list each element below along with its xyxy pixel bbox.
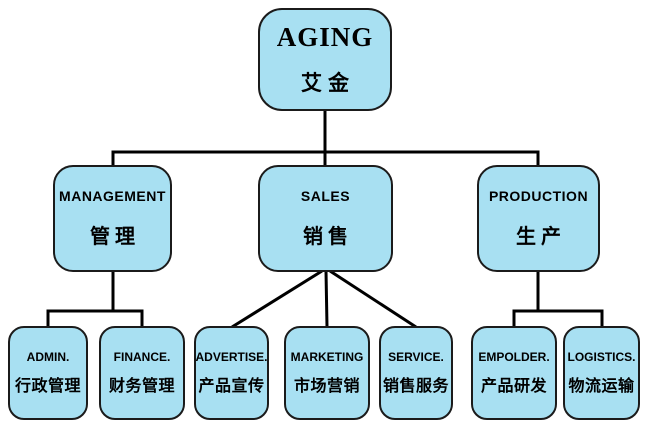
org-node-logistics-label-zh: 物流运输 (568, 378, 635, 395)
org-node-logistics-label-en: LOGISTICS. (567, 350, 636, 364)
org-node-empolder-label-zh: 产品研发 (480, 378, 547, 395)
org-node-advertise: ADVERTISE. 产品宣传 (194, 326, 269, 420)
org-node-admin: ADMIN. 行政管理 (8, 326, 88, 420)
org-node-marketing-label-zh: 市场营销 (293, 378, 360, 395)
org-node-management-label-en: MANAGEMENT (59, 188, 166, 204)
org-node-management-label-zh: 管理 (90, 226, 140, 248)
org-node-aging-label-en: AGING (276, 22, 374, 52)
org-node-production-label-zh: 生产 (516, 226, 566, 248)
org-node-finance-label-zh: 财务管理 (108, 378, 175, 395)
org-node-sales-label-en: SALES (300, 188, 351, 204)
org-node-aging: AGING 艾金 (258, 8, 392, 111)
org-node-finance-label-en: FINANCE. (113, 350, 171, 364)
org-node-production-label-en: PRODUCTION (488, 188, 589, 204)
org-node-advertise-label-en: ADVERTISE. (195, 350, 268, 364)
org-node-service-label-en: SERVICE. (388, 350, 444, 364)
org-node-finance: FINANCE. 财务管理 (99, 326, 185, 420)
org-node-management: MANAGEMENT 管理 (53, 165, 172, 272)
org-node-marketing-label-en: MARKETING (290, 350, 364, 364)
org-node-admin-label-en: ADMIN. (26, 350, 70, 364)
org-node-sales: SALES 销售 (258, 165, 393, 272)
org-node-sales-label-zh: 销售 (303, 226, 353, 248)
org-node-service-label-zh: 销售服务 (382, 378, 449, 395)
org-node-marketing: MARKETING 市场营销 (284, 326, 370, 420)
edge-sales-advertise (231, 269, 323, 329)
org-node-production: PRODUCTION 生产 (477, 165, 600, 272)
org-node-logistics: LOGISTICS. 物流运输 (563, 326, 640, 420)
edge-sales-marketing (324, 270, 329, 328)
org-node-admin-label-zh: 行政管理 (14, 378, 81, 395)
edge-sales-service (329, 269, 417, 329)
org-node-empolder-label-en: EMPOLDER. (478, 350, 550, 364)
org-node-advertise-label-zh: 产品宣传 (198, 378, 265, 395)
org-node-service: SERVICE. 销售服务 (379, 326, 453, 420)
org-node-empolder: EMPOLDER. 产品研发 (471, 326, 557, 420)
org-node-aging-label-zh: 艾金 (301, 72, 355, 95)
